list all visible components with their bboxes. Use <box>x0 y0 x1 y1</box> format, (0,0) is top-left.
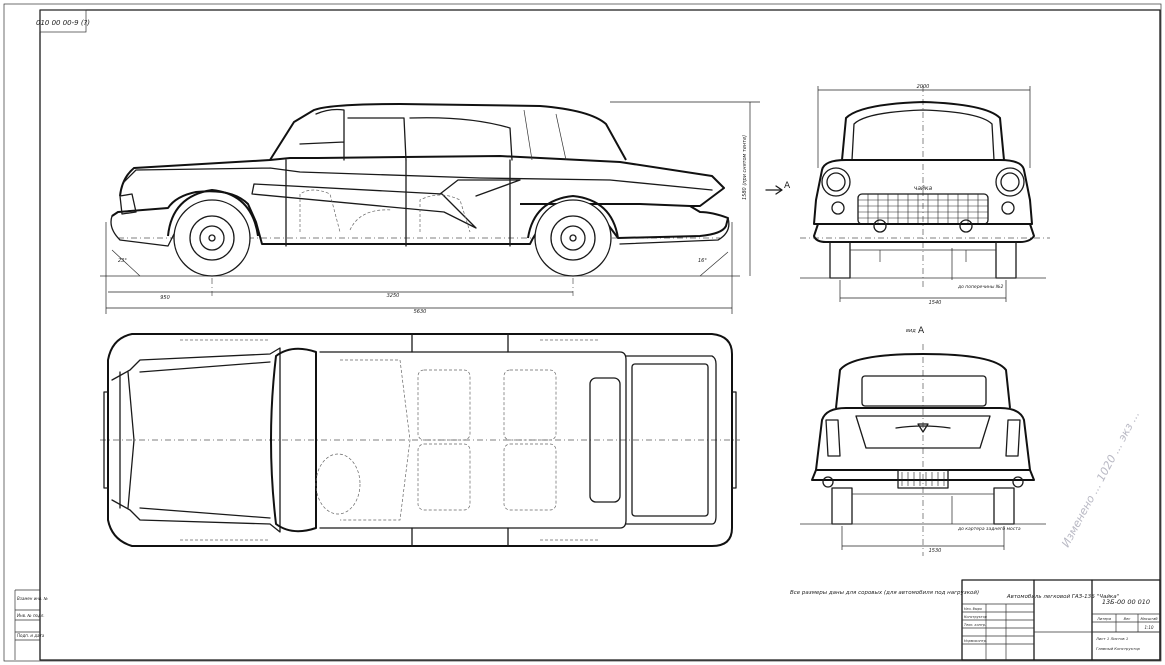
title-scale: 1:10 <box>1145 625 1154 630</box>
stamp-inv: Инв. № подл. <box>17 613 45 618</box>
title-row-3: Техн. контр. <box>964 623 986 627</box>
front-view: чайка 2000 1540 до поперечины №2 <box>800 84 1050 306</box>
title-col-litera: Литера <box>1096 617 1111 621</box>
title-row-1: Нач. бюро <box>964 607 982 611</box>
title-org: Главный Конструктор <box>1096 646 1141 651</box>
view-a-caption-prefix: вид <box>906 328 916 334</box>
side-front-wheel <box>173 199 251 277</box>
frame-code: 010 00 00-9 (?) <box>36 19 90 27</box>
margin-stamp: Взамен инв. № Инв. № подл. Подп. и дата <box>14 589 48 660</box>
side-rear-wheel <box>534 199 612 277</box>
title-row-4: Нормоконтр. <box>964 639 987 643</box>
angle-rear: 16° <box>698 258 707 264</box>
dim-front-overhang: 950 <box>160 295 170 301</box>
dim-rear-track: 1530 <box>929 548 942 554</box>
title-sheet-info: Лист 1 Листов 1 <box>1095 636 1128 641</box>
rear-clearance-note: до картера заднего моста <box>957 527 1021 532</box>
side-view: 23° 16° 950 3250 5630 1580 (при снятом т… <box>100 101 791 315</box>
title-block: Автомобиль легковой ГАЗ-13Б "Чайка" 13Б-… <box>961 579 1161 661</box>
dimension-note: Все размеры даны для соровых (для автомо… <box>790 590 979 596</box>
view-a-caption: А <box>918 326 925 336</box>
dim-overall-length: 5630 <box>414 309 427 315</box>
title-doc-number: 13Б-00 00 010 <box>1102 598 1150 606</box>
dim-height: 1580 (при снятом тенте) <box>742 135 748 200</box>
angle-front: 23° <box>118 258 127 264</box>
pencil-annotation: Изменено ... 1020 ... экз ... <box>1059 409 1142 550</box>
dim-front-track: 1540 <box>929 300 942 306</box>
stamp-replace: Взамен инв. № <box>17 596 48 601</box>
front-badge: чайка <box>914 185 933 192</box>
dim-wheelbase: 3250 <box>387 293 400 299</box>
title-col-scale: Масштаб <box>1140 617 1158 621</box>
dim-overall-width: 2000 <box>917 84 930 90</box>
view-arrow-label: А <box>784 181 791 191</box>
title-name: Автомобиль легковой ГАЗ-13Б "Чайка" <box>1006 594 1119 600</box>
side-dimensions: 950 3250 5630 1580 (при снятом тенте) А <box>105 101 791 315</box>
title-row-2: Конструктор <box>964 615 987 619</box>
rear-view: вид А 1530 до картера заднего моста <box>800 326 1046 556</box>
front-clearance-note: до поперечины №2 <box>957 284 1004 290</box>
title-col-weight: Вес <box>1124 617 1131 621</box>
top-view <box>100 333 740 547</box>
sheet-frame: 010 00 00-9 (?) <box>3 3 1162 662</box>
front-grille <box>858 194 988 224</box>
stamp-sign: Подп. и дата <box>17 633 45 638</box>
